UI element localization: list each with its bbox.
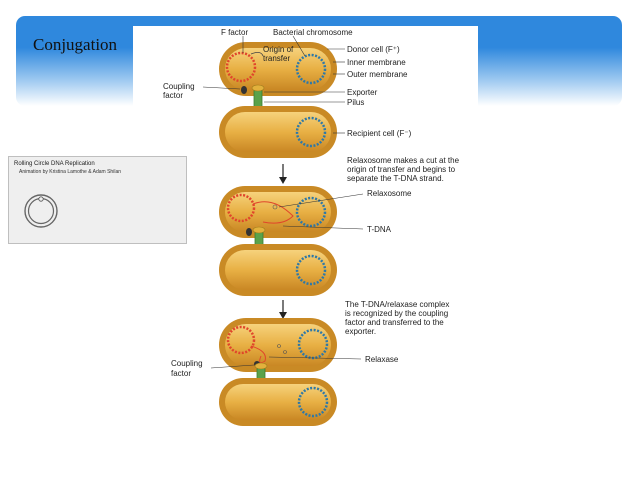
label-step2-line2: origin of transfer and begins to bbox=[347, 165, 456, 174]
exporter-3 bbox=[254, 362, 268, 370]
recipient-cell-1 bbox=[219, 106, 337, 158]
chromosome-6 bbox=[297, 386, 329, 418]
f-factor-plasmid-2 bbox=[226, 193, 256, 223]
relaxase-dot-b bbox=[283, 350, 287, 354]
label-f-factor: F factor bbox=[221, 28, 248, 37]
coupling-factor-2 bbox=[246, 228, 252, 236]
relaxase-dot-a bbox=[277, 344, 281, 348]
label-coupling-1b: factor bbox=[163, 91, 183, 100]
label-tdna: T-DNA bbox=[367, 225, 392, 234]
f-factor-plasmid-3 bbox=[226, 325, 256, 355]
arrow-down-2 bbox=[279, 300, 287, 319]
label-exporter: Exporter bbox=[347, 88, 378, 97]
chromosome-4 bbox=[295, 254, 327, 286]
plasmid-circle-icon bbox=[24, 194, 58, 228]
label-relaxosome: Relaxosome bbox=[367, 189, 412, 198]
label-step2-line1: Relaxosome makes a cut at the bbox=[347, 156, 460, 165]
donor-cell-2 bbox=[219, 186, 337, 238]
conjugation-diagram: F factor Bacterial chromosome Origin of … bbox=[163, 28, 460, 426]
recipient-cell-3 bbox=[219, 378, 337, 426]
exporter-1 bbox=[251, 84, 265, 92]
arrow-down-1 bbox=[279, 164, 287, 184]
slide-title: Conjugation bbox=[33, 35, 118, 54]
label-outer-membrane: Outer membrane bbox=[347, 70, 408, 79]
label-origin-of-transfer-2: transfer bbox=[263, 54, 290, 63]
label-step2-line3: separate the T-DNA strand. bbox=[347, 174, 444, 183]
label-coupling-3b: factor bbox=[171, 369, 191, 378]
origin-of-transfer-marker bbox=[250, 52, 264, 57]
coupling-factor-1 bbox=[241, 86, 247, 94]
leader-lines-1 bbox=[202, 35, 345, 134]
recipient-cell-2 bbox=[219, 244, 337, 296]
tdna-strand-3 bbox=[250, 345, 266, 364]
animation-inset[interactable]: Rolling Circle DNA Replication Animation… bbox=[8, 156, 187, 244]
inset-subtitle: Animation by Kristina Lamothe & Adam Shi… bbox=[19, 169, 121, 175]
label-step3-line3: factor and transferred to the bbox=[345, 318, 444, 327]
chromosome-1 bbox=[295, 53, 327, 85]
f-factor-plasmid-1 bbox=[225, 51, 257, 83]
exporter-2 bbox=[252, 226, 266, 234]
label-bacterial-chromosome: Bacterial chromosome bbox=[273, 28, 353, 37]
label-step3-line2: is recognized by the coupling bbox=[345, 309, 448, 318]
tdna-strand-2 bbox=[252, 201, 294, 224]
label-pilus: Pilus bbox=[347, 98, 364, 107]
label-origin-of-transfer-1: Origin of bbox=[263, 45, 294, 54]
label-relaxase: Relaxase bbox=[365, 355, 399, 364]
conjugation-figure: F factor Bacterial chromosome Origin of … bbox=[133, 26, 478, 426]
inset-title: Rolling Circle DNA Replication bbox=[14, 161, 95, 167]
chromosome-3 bbox=[295, 196, 327, 228]
label-coupling-1a: Coupling bbox=[163, 82, 195, 91]
leader-lines-2 bbox=[278, 193, 364, 230]
relaxosome-marker bbox=[272, 204, 278, 210]
label-inner-membrane: Inner membrane bbox=[347, 58, 406, 67]
label-donor-cell: Donor cell (F⁺) bbox=[347, 45, 400, 54]
label-step3-line1: The T-DNA/relaxase complex bbox=[345, 300, 449, 309]
label-coupling-3a: Coupling bbox=[171, 359, 203, 368]
leader-lines-3 bbox=[210, 356, 362, 369]
chromosome-2 bbox=[295, 116, 327, 148]
label-step3-line4: exporter. bbox=[345, 327, 376, 336]
label-recipient-cell: Recipient cell (F⁻) bbox=[347, 129, 412, 138]
